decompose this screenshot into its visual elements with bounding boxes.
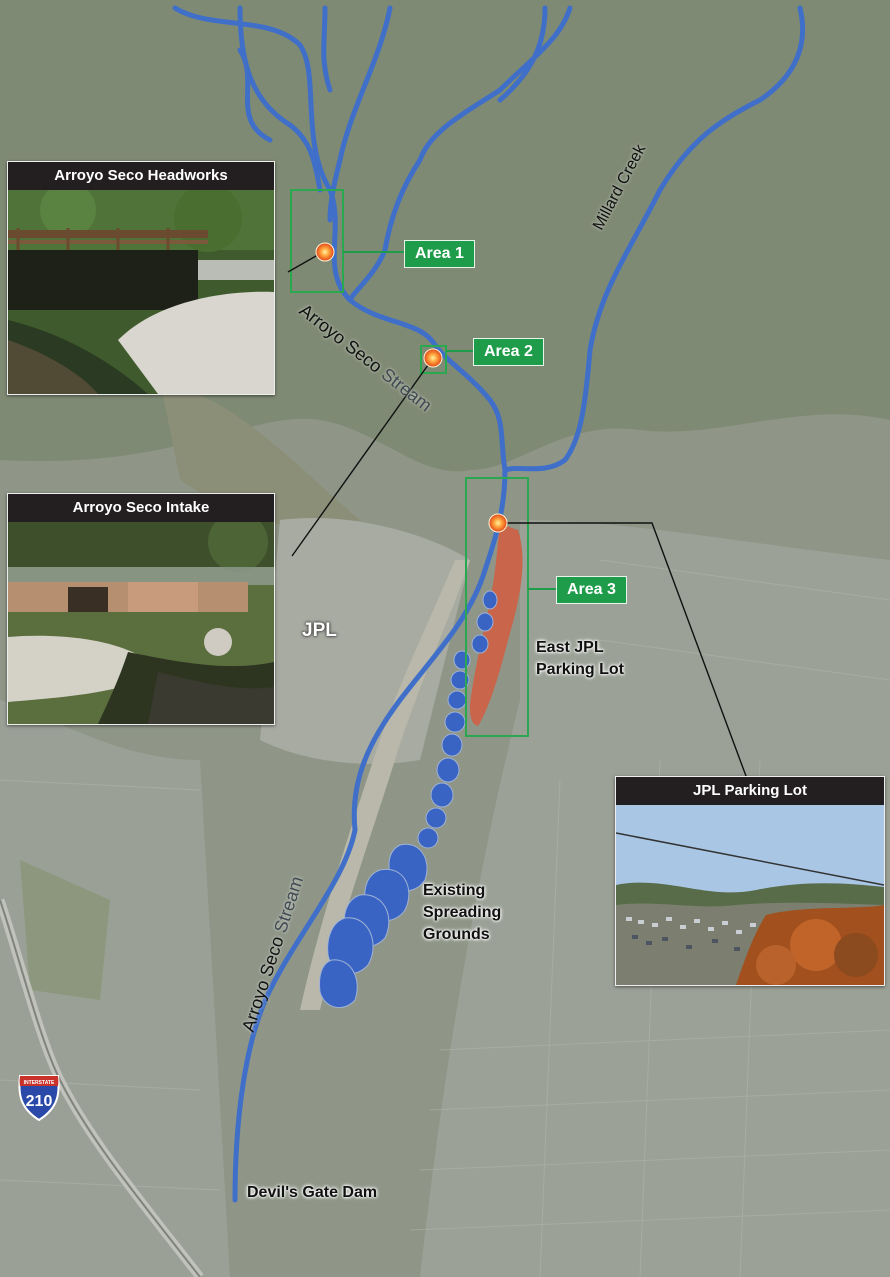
interstate-shield-number: 210 xyxy=(26,1093,53,1110)
intake-photo-title: Arroyo Seco Intake xyxy=(8,494,274,522)
parking-photo-panel: JPL Parking Lot xyxy=(615,776,885,986)
intake-photo-panel: Arroyo Seco Intake xyxy=(7,493,275,725)
area-1-box xyxy=(290,189,344,293)
devils-gate-dam-label: Devil's Gate Dam xyxy=(247,1184,378,1201)
area-2-label: Area 2 xyxy=(473,338,544,366)
spreading-grounds-line1: Existing xyxy=(423,882,486,899)
area-3-label: Area 3 xyxy=(556,576,627,604)
east-jpl-parking-area xyxy=(470,524,523,726)
arroyo-seco-main-channel xyxy=(172,5,508,1203)
jpl-campus xyxy=(260,518,470,764)
street-grid xyxy=(0,559,890,1277)
parking-photo xyxy=(616,805,884,985)
spreading-grounds-line3: Grounds xyxy=(423,926,490,943)
freeway-210-lane xyxy=(0,899,201,1277)
east-jpl-parking-lot-line2: Parking Lot xyxy=(536,661,625,678)
parking-photo-title: JPL Parking Lot xyxy=(616,777,884,805)
terrain-ridge xyxy=(160,380,360,528)
existing-spreading-grounds-label: Existing Spreading Grounds xyxy=(423,880,501,946)
interstate-shield-word: INTERSTATE xyxy=(24,1080,55,1086)
tributary-west-a xyxy=(237,5,323,193)
tributary-north-b xyxy=(321,5,333,93)
east-jpl-parking-lot-line1: East JPL xyxy=(536,639,604,656)
tributary-west-b xyxy=(237,47,273,143)
spreading-grounds-line2: Spreading xyxy=(423,904,502,921)
jpl-label: JPL xyxy=(302,620,337,641)
urban-west xyxy=(0,700,230,1277)
site-marker-icon xyxy=(488,513,508,533)
sports-fields xyxy=(20,860,110,1000)
stream-network xyxy=(172,5,806,1203)
area-1-label: Area 1 xyxy=(404,240,475,268)
headworks-photo-title: Arroyo Seco Headworks xyxy=(8,162,274,190)
interstate-shield-icon: INTERSTATE 210 xyxy=(18,1075,60,1122)
area-2-box xyxy=(420,345,447,374)
east-jpl-parking-lot-label: East JPL Parking Lot xyxy=(536,637,624,681)
area-3-box xyxy=(465,477,529,737)
riverbed xyxy=(300,560,470,1010)
site-marker-icon xyxy=(315,242,335,262)
headworks-photo xyxy=(8,190,274,394)
tributary-north-a xyxy=(327,5,393,223)
headworks-photo-panel: Arroyo Seco Headworks xyxy=(7,161,275,395)
site-markers xyxy=(315,242,508,533)
intake-photo xyxy=(8,522,274,724)
millard-creek-channel xyxy=(502,5,806,473)
tributary-center-b xyxy=(497,5,548,103)
area-label-connectors xyxy=(343,251,556,590)
site-marker-icon xyxy=(423,348,443,368)
